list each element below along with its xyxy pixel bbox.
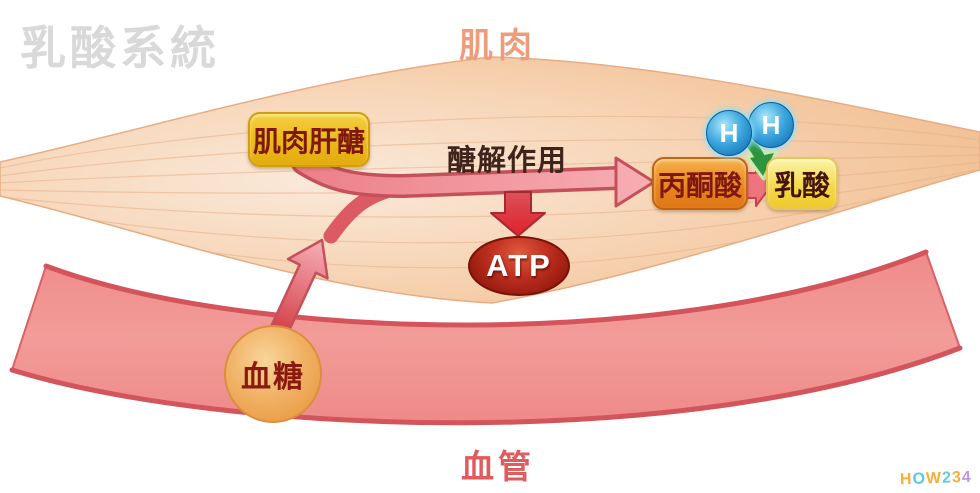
glycolysis-arrowhead [614,156,656,208]
lactate-node: 乳酸 [766,157,838,210]
vessel-bottom-edge [9,345,963,426]
muscle-label: 肌肉 [459,27,537,65]
vessel-top-edge [43,249,929,328]
system-title-watermark: 乳酸系統 [20,22,220,74]
glycolysis-arrow-fill [294,154,627,195]
logo-watermark: HOW234 [899,468,973,489]
atp-arrow [490,191,546,237]
hydrogen-ion-1: H [706,110,752,156]
vessel-label: 血管 [461,448,535,485]
muscle-glycogen-node: 肌肉肝醣 [248,112,370,167]
pyruvate-to-lactate-arrow [746,164,772,207]
pyruvate-node: 丙酮酸 [652,157,748,210]
hydrogen-ion-2: H [748,102,794,148]
glucose-uptake-arrow [268,238,329,339]
glycolysis-label: 醣解作用 [446,145,567,177]
blood-glucose-node: 血糖 [224,325,322,423]
atp-node: ATP [468,236,570,296]
